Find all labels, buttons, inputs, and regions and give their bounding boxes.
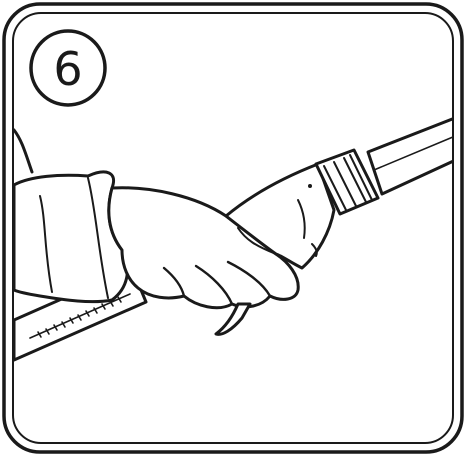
arm-outline-upper: [14, 130, 32, 172]
step-number: 6: [53, 42, 82, 96]
illustration: [14, 116, 460, 360]
step-badge: 6: [31, 31, 105, 105]
pole-upper-shaft: [368, 116, 460, 194]
